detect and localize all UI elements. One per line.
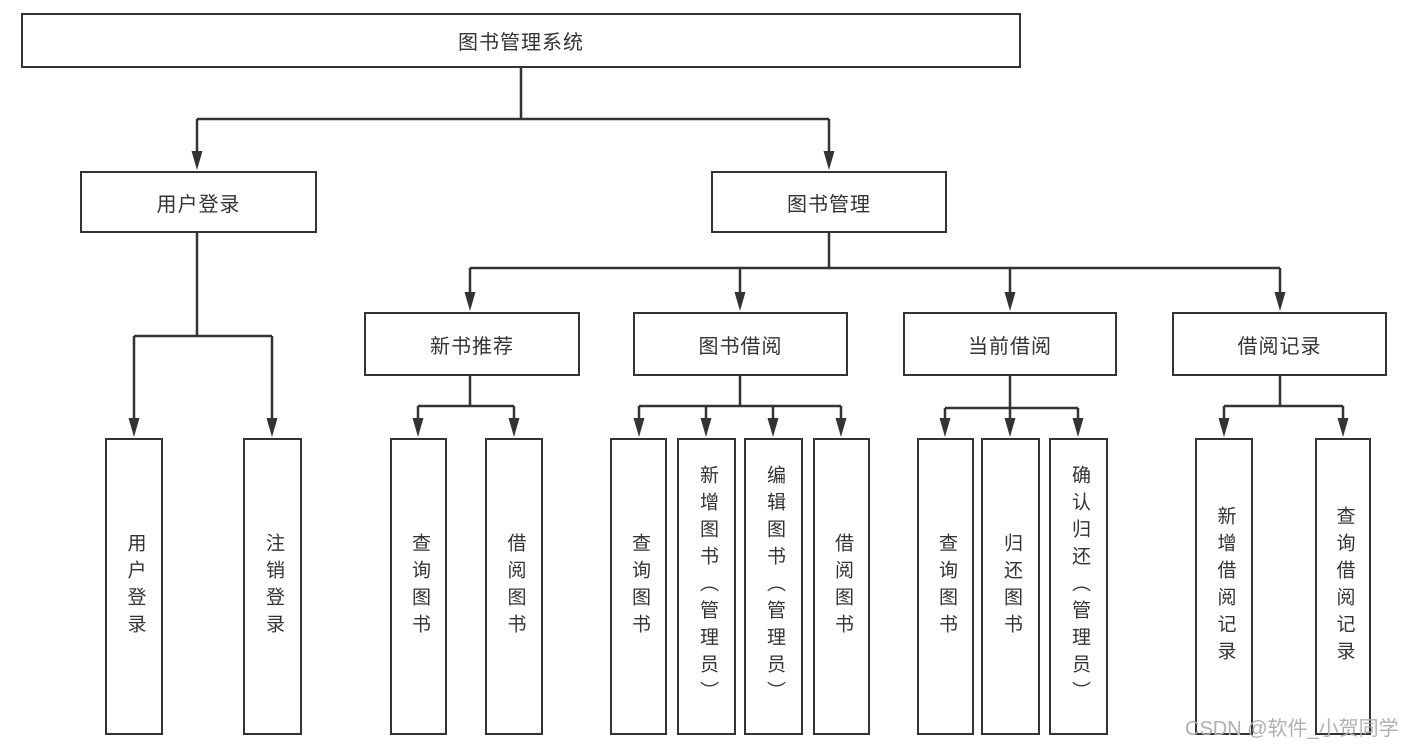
leaf-label: 查询借阅记录 [1333,505,1355,668]
leaf-borrow-books-recommend: 借阅图书 [485,438,543,735]
leaf-label: 查询图书 [935,532,957,641]
node-label: 新书推荐 [430,335,514,358]
node-borrowing-records: 借阅记录 [1172,312,1387,376]
node-label: 图书管理 [787,193,871,216]
node-current-borrowing: 当前借阅 [903,312,1117,376]
leaf-return-books: 归还图书 [981,438,1040,735]
csdn-watermark: CSDN @软件_小贺同学 [1185,718,1399,740]
connector-borrow-records-branch [1218,376,1349,437]
leaf-label: 确认归还（管理员） [1068,465,1090,708]
leaf-label: 新增借阅记录 [1214,505,1236,668]
leaf-query-books-current: 查询图书 [917,438,974,735]
leaf-logout: 注销登录 [243,438,302,735]
connector-root-to-level2 [191,68,835,170]
leaf-add-books-admin: 新增图书（管理员） [677,438,736,735]
node-book-borrowing: 图书借阅 [633,312,848,376]
leaf-label: 借阅图书 [831,532,853,641]
connector-new-book-branch [412,376,520,437]
leaf-edit-books-admin: 编辑图书（管理员） [744,438,803,735]
node-label: 图书管理系统 [458,32,584,54]
leaf-borrow-books: 借阅图书 [813,438,870,735]
leaf-label: 查询图书 [408,532,430,641]
node-library-management-system: 图书管理系统 [21,13,1021,68]
node-book-management: 图书管理 [711,171,947,233]
connector-book-borrow-branch [633,376,847,437]
leaf-query-borrow-record: 查询借阅记录 [1315,438,1371,735]
connector-current-borrow-branch [939,376,1084,437]
node-user-login: 用户登录 [80,171,317,233]
connector-user-login-branch [128,233,278,437]
leaf-label: 借阅图书 [504,532,526,641]
leaf-label: 用户登录 [124,532,146,641]
leaf-query-books-borrowing: 查询图书 [610,438,667,735]
leaf-query-books-recommend: 查询图书 [390,438,447,735]
leaf-label: 归还图书 [1000,532,1022,641]
leaf-label: 注销登录 [262,532,284,641]
leaf-user-login: 用户登录 [105,438,163,735]
leaf-label: 编辑图书（管理员） [763,465,785,708]
leaf-add-borrow-record: 新增借阅记录 [1195,438,1253,735]
leaf-label: 新增图书（管理员） [696,465,718,708]
node-new-book-recommendation: 新书推荐 [364,312,580,376]
node-label: 借阅记录 [1237,335,1322,358]
node-label: 图书借阅 [698,335,783,358]
connector-book-mgmt-to-level3 [464,233,1286,311]
leaf-confirm-return-admin: 确认归还（管理员） [1049,438,1108,735]
node-label: 当前借阅 [968,335,1052,358]
leaf-label: 查询图书 [628,532,650,641]
node-label: 用户登录 [156,193,241,216]
